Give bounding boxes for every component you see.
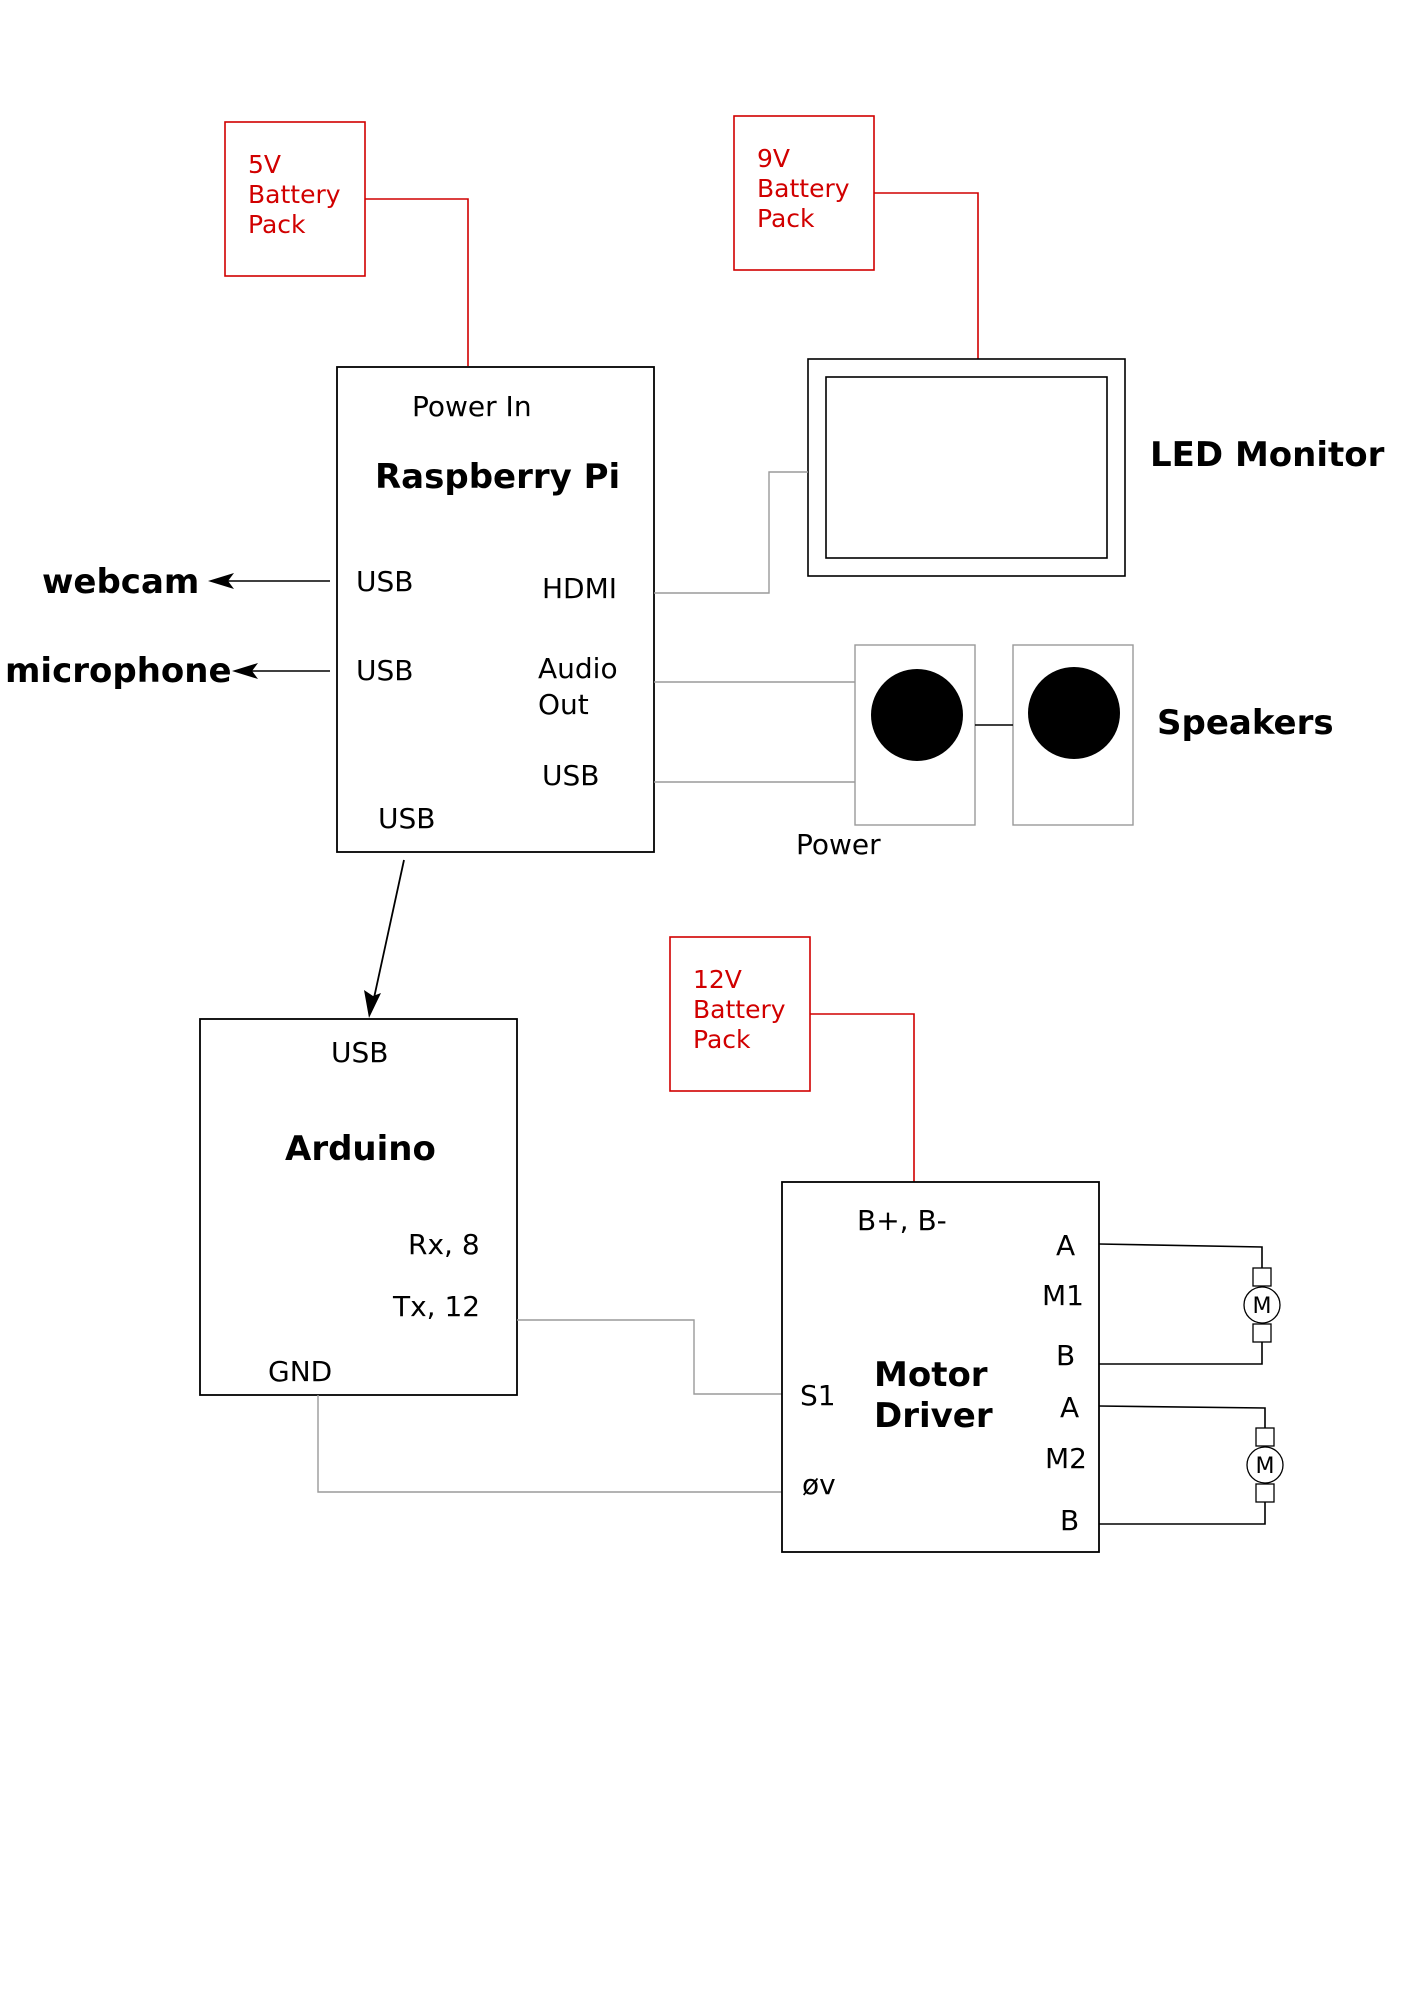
m1-a-label: A: [1056, 1229, 1075, 1262]
motor-2: M: [1098, 1405, 1284, 1525]
rpi-audio-out-label-1: Audio: [538, 652, 618, 685]
arduino-title: Arduino: [285, 1129, 436, 1169]
arduino-tx-label: Tx, 12: [392, 1290, 480, 1323]
motor-driver-ov-label: øv: [802, 1468, 836, 1501]
raspberry-pi-block: Power In Raspberry Pi USB USB HDMI Audio…: [336, 366, 655, 853]
motor-driver-s1-label: S1: [800, 1379, 836, 1412]
m2-a-label: A: [1060, 1391, 1079, 1424]
speakers: Speakers Power: [796, 644, 1334, 861]
webcam-connection: webcam: [42, 562, 330, 602]
battery-12v-line-1: 12V: [693, 965, 742, 994]
motor-1-symbol: M: [1253, 1294, 1272, 1319]
led-monitor: LED Monitor: [807, 358, 1385, 577]
m2-b-label: B: [1060, 1504, 1079, 1537]
hdmi-wire: [654, 471, 808, 594]
rpi-power-in-label: Power In: [412, 390, 532, 423]
motor-driver-title-1: Motor: [874, 1355, 988, 1395]
motor-driver-power-label: B+, B-: [857, 1204, 947, 1237]
rpi-usb-bottom-label: USB: [378, 802, 435, 835]
battery-5v: 5V Battery Pack: [224, 121, 469, 366]
m1-b-label: B: [1056, 1339, 1075, 1372]
m2-label: M2: [1045, 1442, 1087, 1475]
battery-12v-line-3: Pack: [693, 1025, 751, 1054]
motor-1: M: [1098, 1243, 1281, 1365]
gnd-ov-wire: [317, 1395, 782, 1493]
battery-12v: 12V Battery Pack: [669, 936, 915, 1182]
battery-9v-line-3: Pack: [757, 204, 815, 233]
rpi-title: Raspberry Pi: [375, 457, 620, 497]
rpi-hdmi-label: HDMI: [542, 572, 617, 605]
arduino-gnd-label: GND: [268, 1355, 332, 1388]
arduino-block: USB Arduino Rx, 8 Tx, 12 GND: [199, 1018, 518, 1396]
battery-5v-line-2: Battery: [248, 180, 341, 209]
arduino-rx-label: Rx, 8: [408, 1228, 480, 1261]
arduino-usb-label: USB: [331, 1036, 388, 1069]
rpi-usb-right-label: USB: [542, 759, 599, 792]
speakers-label: Speakers: [1157, 703, 1334, 743]
microphone-connection: microphone: [5, 651, 330, 691]
battery-9v-line-1: 9V: [757, 144, 790, 173]
motor-driver-block: B+, B- Motor Driver S1 øv A M1 B A M2 B: [781, 1181, 1100, 1553]
speakers-power-label: Power: [796, 828, 881, 861]
battery-5v-line-3: Pack: [248, 210, 306, 239]
tx-s1-wire: [517, 1319, 782, 1395]
led-monitor-label: LED Monitor: [1150, 435, 1385, 475]
motor-2-symbol: M: [1256, 1454, 1275, 1479]
webcam-label: webcam: [42, 562, 199, 602]
battery-9v: 9V Battery Pack: [733, 115, 979, 359]
battery-9v-line-2: Battery: [757, 174, 850, 203]
m1-label: M1: [1042, 1279, 1084, 1312]
motor-driver-title-2: Driver: [874, 1396, 993, 1436]
rpi-arduino-usb-link: [364, 859, 405, 1018]
rpi-usb-webcam-label: USB: [356, 565, 413, 598]
rpi-audio-out-label-2: Out: [538, 688, 589, 721]
microphone-label: microphone: [5, 651, 232, 691]
rpi-usb-mic-label: USB: [356, 654, 413, 687]
battery-5v-line-1: 5V: [248, 150, 281, 179]
battery-12v-line-2: Battery: [693, 995, 786, 1024]
